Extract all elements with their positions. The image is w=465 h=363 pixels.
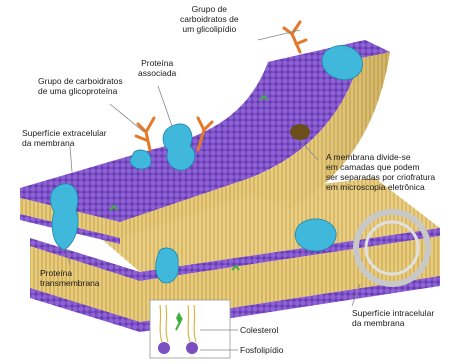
phospholipid-legend-icon	[150, 300, 238, 358]
label-cholesterol: Colesterol	[240, 325, 278, 335]
label-glicolipidio-carbohydrates: Grupo de carboidratos de um glicolipídio	[180, 4, 239, 34]
label-membrane-splits: A membrana divide-se em camadas que pode…	[326, 152, 435, 192]
label-intracellular-surface: Superfície intracelular da membrana	[352, 308, 434, 328]
label-phospholipid: Fosfolipídio	[240, 345, 283, 355]
label-transmembrane-protein: Proteína transmembrana	[40, 268, 100, 288]
label-associated-protein: Proteína associada	[138, 58, 176, 78]
label-extracellular-surface: Superfície extracelular da membrana	[22, 128, 107, 148]
label-glycoprotein-carbohydrates: Grupo de carboidratos de uma glicoproteí…	[38, 76, 123, 96]
